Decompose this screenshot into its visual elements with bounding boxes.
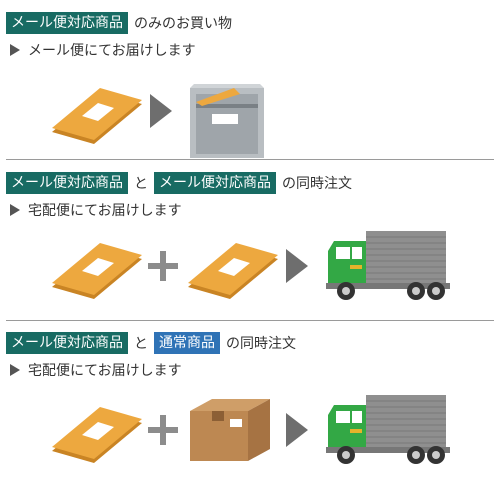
heading-suffix: のみのお買い物 <box>134 16 232 32</box>
heading-mail-only: メール便対応商品 のみのお買い物 <box>6 10 238 36</box>
illustration-row <box>52 230 451 301</box>
delivery-method-text: 宅配便にてお届けします <box>28 363 182 379</box>
badge-regular-item: 通常商品 <box>154 332 220 354</box>
illustration-row <box>52 394 451 465</box>
arrow-right-icon <box>286 413 308 447</box>
heading-suffix: の同時注文 <box>282 176 352 192</box>
subheading-delivery: 宅配便にてお届けします <box>10 200 182 220</box>
subheading-delivery: 宅配便にてお届けします <box>10 360 182 380</box>
divider <box>6 159 494 160</box>
delivery-method-text: メール便にてお届けします <box>28 43 196 59</box>
envelope-icon <box>52 88 142 144</box>
heading-suffix: の同時注文 <box>226 336 296 352</box>
bullet-triangle-icon <box>10 204 20 216</box>
section-mail-only: メール便対応商品 のみのお買い物 メール便にてお届けします <box>0 10 500 160</box>
divider <box>6 320 494 321</box>
envelope-icon <box>52 243 142 299</box>
mailbox-icon <box>190 84 264 158</box>
heading-joiner: と <box>134 336 148 352</box>
subheading-delivery: メール便にてお届けします <box>10 40 196 60</box>
bullet-triangle-icon <box>10 364 20 376</box>
arrow-right-icon <box>286 249 308 283</box>
heading-joiner: と <box>134 176 148 192</box>
envelope-icon <box>52 407 142 463</box>
truck-icon <box>325 230 451 301</box>
heading-mail-plus-mail: メール便対応商品 と メール便対応商品 の同時注文 <box>6 170 358 196</box>
badge-mail-item: メール便対応商品 <box>6 12 128 34</box>
plus-icon <box>148 415 178 445</box>
badge-mail-item: メール便対応商品 <box>6 332 128 354</box>
delivery-method-text: 宅配便にてお届けします <box>28 203 182 219</box>
illustration-row <box>52 84 264 158</box>
badge-mail-item-2: メール便対応商品 <box>154 172 276 194</box>
truck-icon <box>325 394 451 465</box>
section-mail-plus-regular: メール便対応商品 と 通常商品 の同時注文 宅配便にてお届けします <box>0 330 500 490</box>
envelope-icon <box>188 243 278 299</box>
heading-mail-plus-regular: メール便対応商品 と 通常商品 の同時注文 <box>6 330 302 356</box>
section-mail-plus-mail: メール便対応商品 と メール便対応商品 の同時注文 宅配便にてお届けします <box>0 170 500 320</box>
arrow-right-icon <box>150 94 172 128</box>
plus-icon <box>148 251 178 281</box>
badge-mail-item: メール便対応商品 <box>6 172 128 194</box>
bullet-triangle-icon <box>10 44 20 56</box>
box-icon <box>190 399 270 461</box>
